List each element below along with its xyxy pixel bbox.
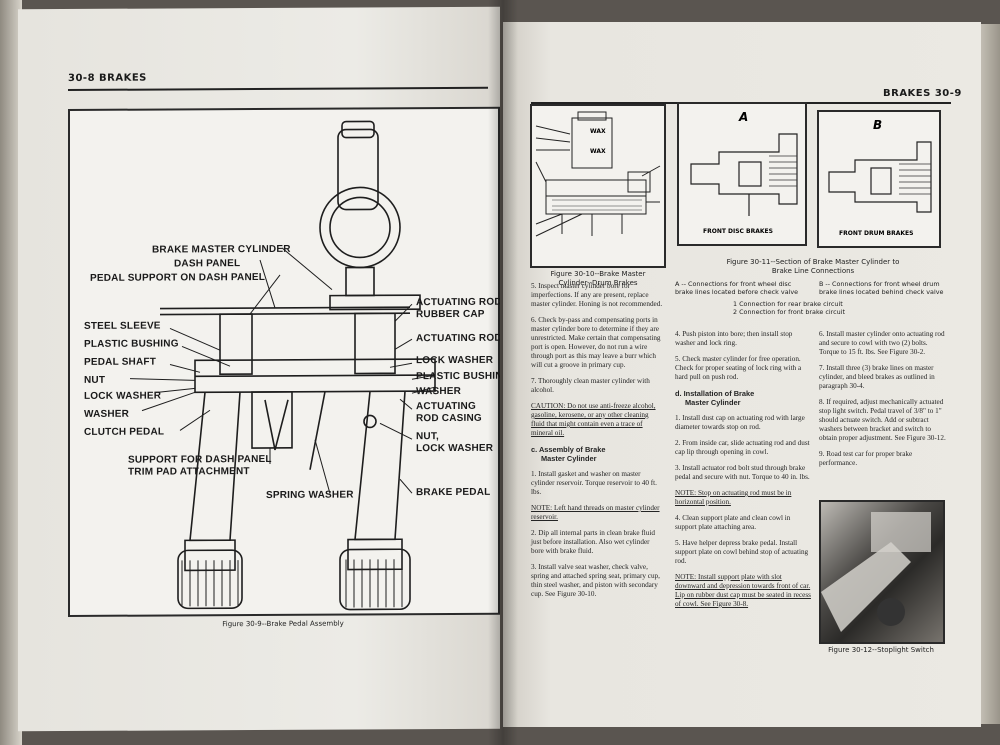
label-trim-pad: TRIM PAD ATTACHMENT — [128, 466, 250, 478]
label-actuating-casing-1: ACTUATING — [416, 400, 476, 413]
book-gutter-shadow — [488, 0, 518, 745]
col1-heading-1: c. Assembly of Brake — [531, 445, 606, 454]
label-actuating-casing-2: ROD CASING — [416, 412, 482, 425]
col2-heading-1: d. Installation of Brake — [675, 389, 755, 398]
figure-30-11-b: B FRONT DRUM BRAKES — [817, 110, 941, 248]
fig11-caption-line1: Figure 30-11--Section of Brake Master Cy… — [726, 258, 900, 266]
label-lock-washer-left: LOCK WASHER — [84, 390, 162, 402]
right-page: BRAKES 30-9 — [503, 22, 981, 727]
label-brake-pedal: BRAKE PEDAL — [416, 486, 491, 499]
col1-note: NOTE: Left hand threads on master cylind… — [531, 504, 660, 521]
col1-step2: 2. Dip all internal parts in clean brake… — [531, 529, 655, 555]
label-washer-right: WASHER — [416, 385, 462, 398]
text-column-2: 4. Push piston into bore; then install s… — [675, 330, 811, 616]
label-brake-master-cylinder: BRAKE MASTER CYLINDER — [152, 243, 291, 256]
label-rubber-cap: RUBBER CAP — [416, 308, 485, 321]
col1-step7: 7. Thoroughly clean master cylinder with… — [531, 377, 650, 394]
figure-30-9-caption: Figure 30-9--Brake Pedal Assembly — [222, 619, 344, 629]
fig11-a-label: FRONT DISC BRAKES — [703, 228, 773, 235]
label-plastic-bushing-left: PLASTIC BUSHING — [84, 338, 179, 350]
fig11-a-letter: A — [739, 110, 749, 124]
fig10-caption-line2: Cylinder--Drum Brakes — [558, 279, 638, 287]
label-nut: NUT — [84, 374, 106, 386]
fig10-wax-label-2: WAX — [590, 148, 606, 155]
label-clutch-pedal: CLUTCH PEDAL — [84, 426, 165, 438]
col2-note-2: NOTE: Install support plate with slot do… — [675, 573, 811, 608]
disc-brakes-section — [690, 133, 798, 216]
fig11-caption-line2: Brake Line Connections — [771, 267, 855, 275]
col2-step3: 3. Install actuator rod bolt stud throug… — [675, 464, 810, 481]
figure-30-12-photo — [819, 500, 945, 644]
fig10-caption-line1: Figure 30-10--Brake Master — [550, 270, 646, 278]
left-running-head: 30-8 BRAKES — [68, 72, 147, 85]
label-support-dash-panel: SUPPORT FOR DASH PANEL — [128, 453, 272, 466]
col2-step2: 2. From inside car, slide actuating rod … — [675, 439, 810, 456]
left-head-rule — [68, 86, 488, 92]
col2-note-1: NOTE: Stop on actuating rod must be in h… — [675, 489, 792, 506]
figure-30-9: BRAKE MASTER CYLINDER DASH PANEL PEDAL S… — [68, 106, 500, 618]
label-lock-washer-right: LOCK WASHER — [416, 354, 494, 367]
legend-b: B -- Connections for front wheel drum br… — [819, 280, 944, 296]
col3-step6: 6. Install master cylinder onto actuatin… — [819, 330, 945, 356]
figure-30-12-caption: Figure 30-12--Stoplight Switch — [828, 646, 934, 654]
fig11-b-label: FRONT DRUM BRAKES — [839, 230, 914, 237]
figure-30-11-a: A FRONT DISC BRAKES — [677, 102, 807, 246]
col1-heading-2: Master Cylinder — [541, 454, 597, 463]
figure-30-10: WAX WAX — [530, 104, 666, 268]
col1-step5: 5. Inspect master cylinder bore for impe… — [531, 282, 663, 308]
label-spring-washer: SPRING WASHER — [266, 489, 354, 501]
left-page-edges — [0, 0, 22, 745]
col3-step7: 7. Install three (3) brake lines on mast… — [819, 364, 935, 390]
col3-step9: 9. Road test car for proper brake perfor… — [819, 450, 913, 467]
figure-30-11-caption: Figure 30-11--Section of Brake Master Cy… — [713, 258, 913, 276]
master-cylinder-drawing — [535, 111, 661, 237]
col2-step4b: 4. Clean support plate and clean cowl in… — [675, 514, 791, 531]
left-page: 30-8 BRAKES — [18, 6, 500, 732]
label-dash-panel: DASH PANEL — [174, 258, 241, 270]
label-nut-lock-1: NUT, — [416, 431, 440, 443]
col2-step4: 4. Push piston into bore; then install s… — [675, 330, 793, 347]
label-washer-left: WASHER — [84, 408, 130, 420]
legend-a: A -- Connections for front wheel disc br… — [675, 280, 799, 296]
right-running-head: BRAKES 30-9 — [883, 88, 962, 99]
col2-step5b: 5. Have helper depress brake pedal. Inst… — [675, 539, 809, 565]
label-steel-sleeve: STEEL SLEEVE — [84, 320, 161, 332]
text-column-1: 5. Inspect master cylinder bore for impe… — [531, 282, 663, 606]
col2-heading-2: Master Cylinder — [685, 398, 741, 407]
label-nut-lock-2: LOCK WASHER — [416, 442, 494, 455]
label-pedal-shaft: PEDAL SHAFT — [84, 356, 157, 368]
brake-pedal-drawing — [129, 120, 436, 611]
figure-30-10-caption: Figure 30-10--Brake Master Cylinder--Dru… — [533, 270, 663, 288]
col1-step6: 6. Check by-pass and compensating ports … — [531, 316, 661, 369]
col1-step3: 3. Install valve seat washer, check valv… — [531, 563, 660, 598]
drum-brakes-section — [828, 141, 932, 213]
legend-2: 2 Connection for front brake circuit — [733, 308, 845, 316]
label-pedal-support: PEDAL SUPPORT ON DASH PANEL — [90, 271, 266, 284]
text-column-3: 6. Install master cylinder onto actuatin… — [819, 330, 949, 475]
legend-1: 1 Connection for rear brake circuit — [733, 300, 843, 308]
fig10-wax-label: WAX — [590, 128, 606, 135]
col2-step5: 5. Check master cylinder for free operat… — [675, 355, 802, 381]
stoplight-switch-photo — [821, 512, 931, 632]
col1-caution: CAUTION: Do not use anti-freeze alcohol,… — [531, 402, 656, 437]
col1-step1: 1. Install gasket and washer on master c… — [531, 470, 657, 496]
col3-step8: 8. If required, adjust mechanically actu… — [819, 398, 946, 442]
col2-step1: 1. Install dust cap on actuating rod wit… — [675, 414, 805, 431]
fig11-b-letter: B — [873, 118, 883, 132]
